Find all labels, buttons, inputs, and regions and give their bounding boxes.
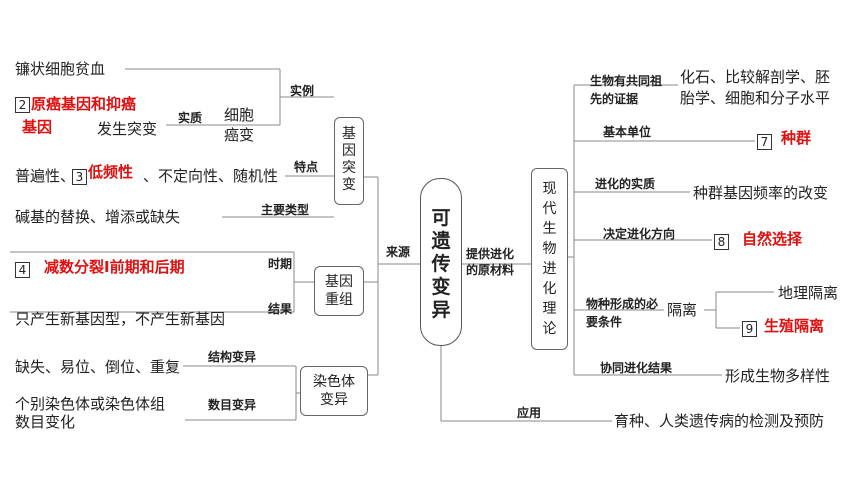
features-label: 特点 <box>294 160 319 174</box>
cell-cancer-text: 细胞癌变 <box>224 106 255 144</box>
mutation-occurs-text: 发生突变 <box>97 120 158 138</box>
raw-material-label: 提供进化的原材料 <box>466 247 515 277</box>
geographic-isolation-text: 地理隔离 <box>778 284 839 302</box>
application-label: 应用 <box>517 406 542 420</box>
blank-number-3: 3 <box>72 169 87 185</box>
recombination-title: 基因重组 <box>325 274 353 308</box>
chromosome-box: 染色体变异 <box>300 366 368 416</box>
blank-number-7: 7 <box>757 134 772 150</box>
theory-title: 现代生物进化理论 <box>542 181 557 337</box>
center-node: 可遗传变异 <box>420 178 462 346</box>
chromosome-title: 染色体变异 <box>313 374 355 408</box>
blank-number-4: 4 <box>15 262 30 278</box>
blank-number-2: 2 <box>15 97 30 113</box>
center-title: 可遗传变异 <box>431 207 451 321</box>
answer-2-line2: 基因 <box>22 118 53 136</box>
number-text-b: 数目变化 <box>15 413 76 431</box>
speciation-label: 物种形成的必要条件 <box>586 297 659 329</box>
evidence-label: 生物有共同祖先的证据 <box>590 74 663 106</box>
essence-of-evolution-label: 进化的实质 <box>595 177 656 191</box>
structure-text: 缺失、易位、倒位、重复 <box>15 358 181 376</box>
answer-2-line1: 原癌基因和抑癌 <box>31 95 137 113</box>
isolation-text: 隔离 <box>667 301 698 319</box>
evidence-text-a: 化石、比较解剖学、胚 <box>680 68 831 86</box>
coevolution-text: 形成生物多样性 <box>725 367 831 385</box>
evidence-text-b: 胎学、细胞和分子水平 <box>680 89 831 107</box>
types-label: 主要类型 <box>261 203 310 217</box>
coevolution-label: 协同进化结果 <box>600 361 673 375</box>
features-text-a: 普遍性、 <box>15 167 76 185</box>
application-text: 育种、人类遗传病的检测及预防 <box>614 412 825 430</box>
answer-3: 低频性 <box>88 163 134 181</box>
blank-number-9: 9 <box>742 321 757 337</box>
essence-label: 实质 <box>178 111 203 125</box>
time-label: 时期 <box>268 257 293 271</box>
example-text: 镰状细胞贫血 <box>15 60 106 78</box>
gene-mutation-title: 基因突变 <box>342 126 356 193</box>
essence-of-evolution-text: 种群基因频率的改变 <box>693 184 829 202</box>
example-label: 实例 <box>290 84 315 98</box>
blank-number-8: 8 <box>714 234 729 250</box>
number-text-a: 个别染色体或染色体组 <box>15 395 166 413</box>
answer-9: 生殖隔离 <box>764 317 825 335</box>
theory-box: 现代生物进化理论 <box>531 168 568 350</box>
number-label: 数目变异 <box>208 398 257 412</box>
features-text-b: 、不定向性、随机性 <box>143 167 279 185</box>
answer-7: 种群 <box>781 129 812 147</box>
result-label: 结果 <box>268 302 293 316</box>
source-label: 来源 <box>386 245 411 259</box>
recombination-box: 基因重组 <box>314 266 364 316</box>
answer-4: 减数分裂Ⅰ前期和后期 <box>44 258 185 276</box>
unit-label: 基本单位 <box>603 125 652 139</box>
direction-label: 决定进化方向 <box>603 227 676 241</box>
gene-mutation-box: 基因突变 <box>334 117 364 205</box>
types-text: 碱基的替换、增添或缺失 <box>15 208 181 226</box>
result-text: 只产生新基因型，不产生新基因 <box>15 310 226 328</box>
answer-8: 自然选择 <box>742 230 803 248</box>
structure-label: 结构变异 <box>208 350 257 364</box>
